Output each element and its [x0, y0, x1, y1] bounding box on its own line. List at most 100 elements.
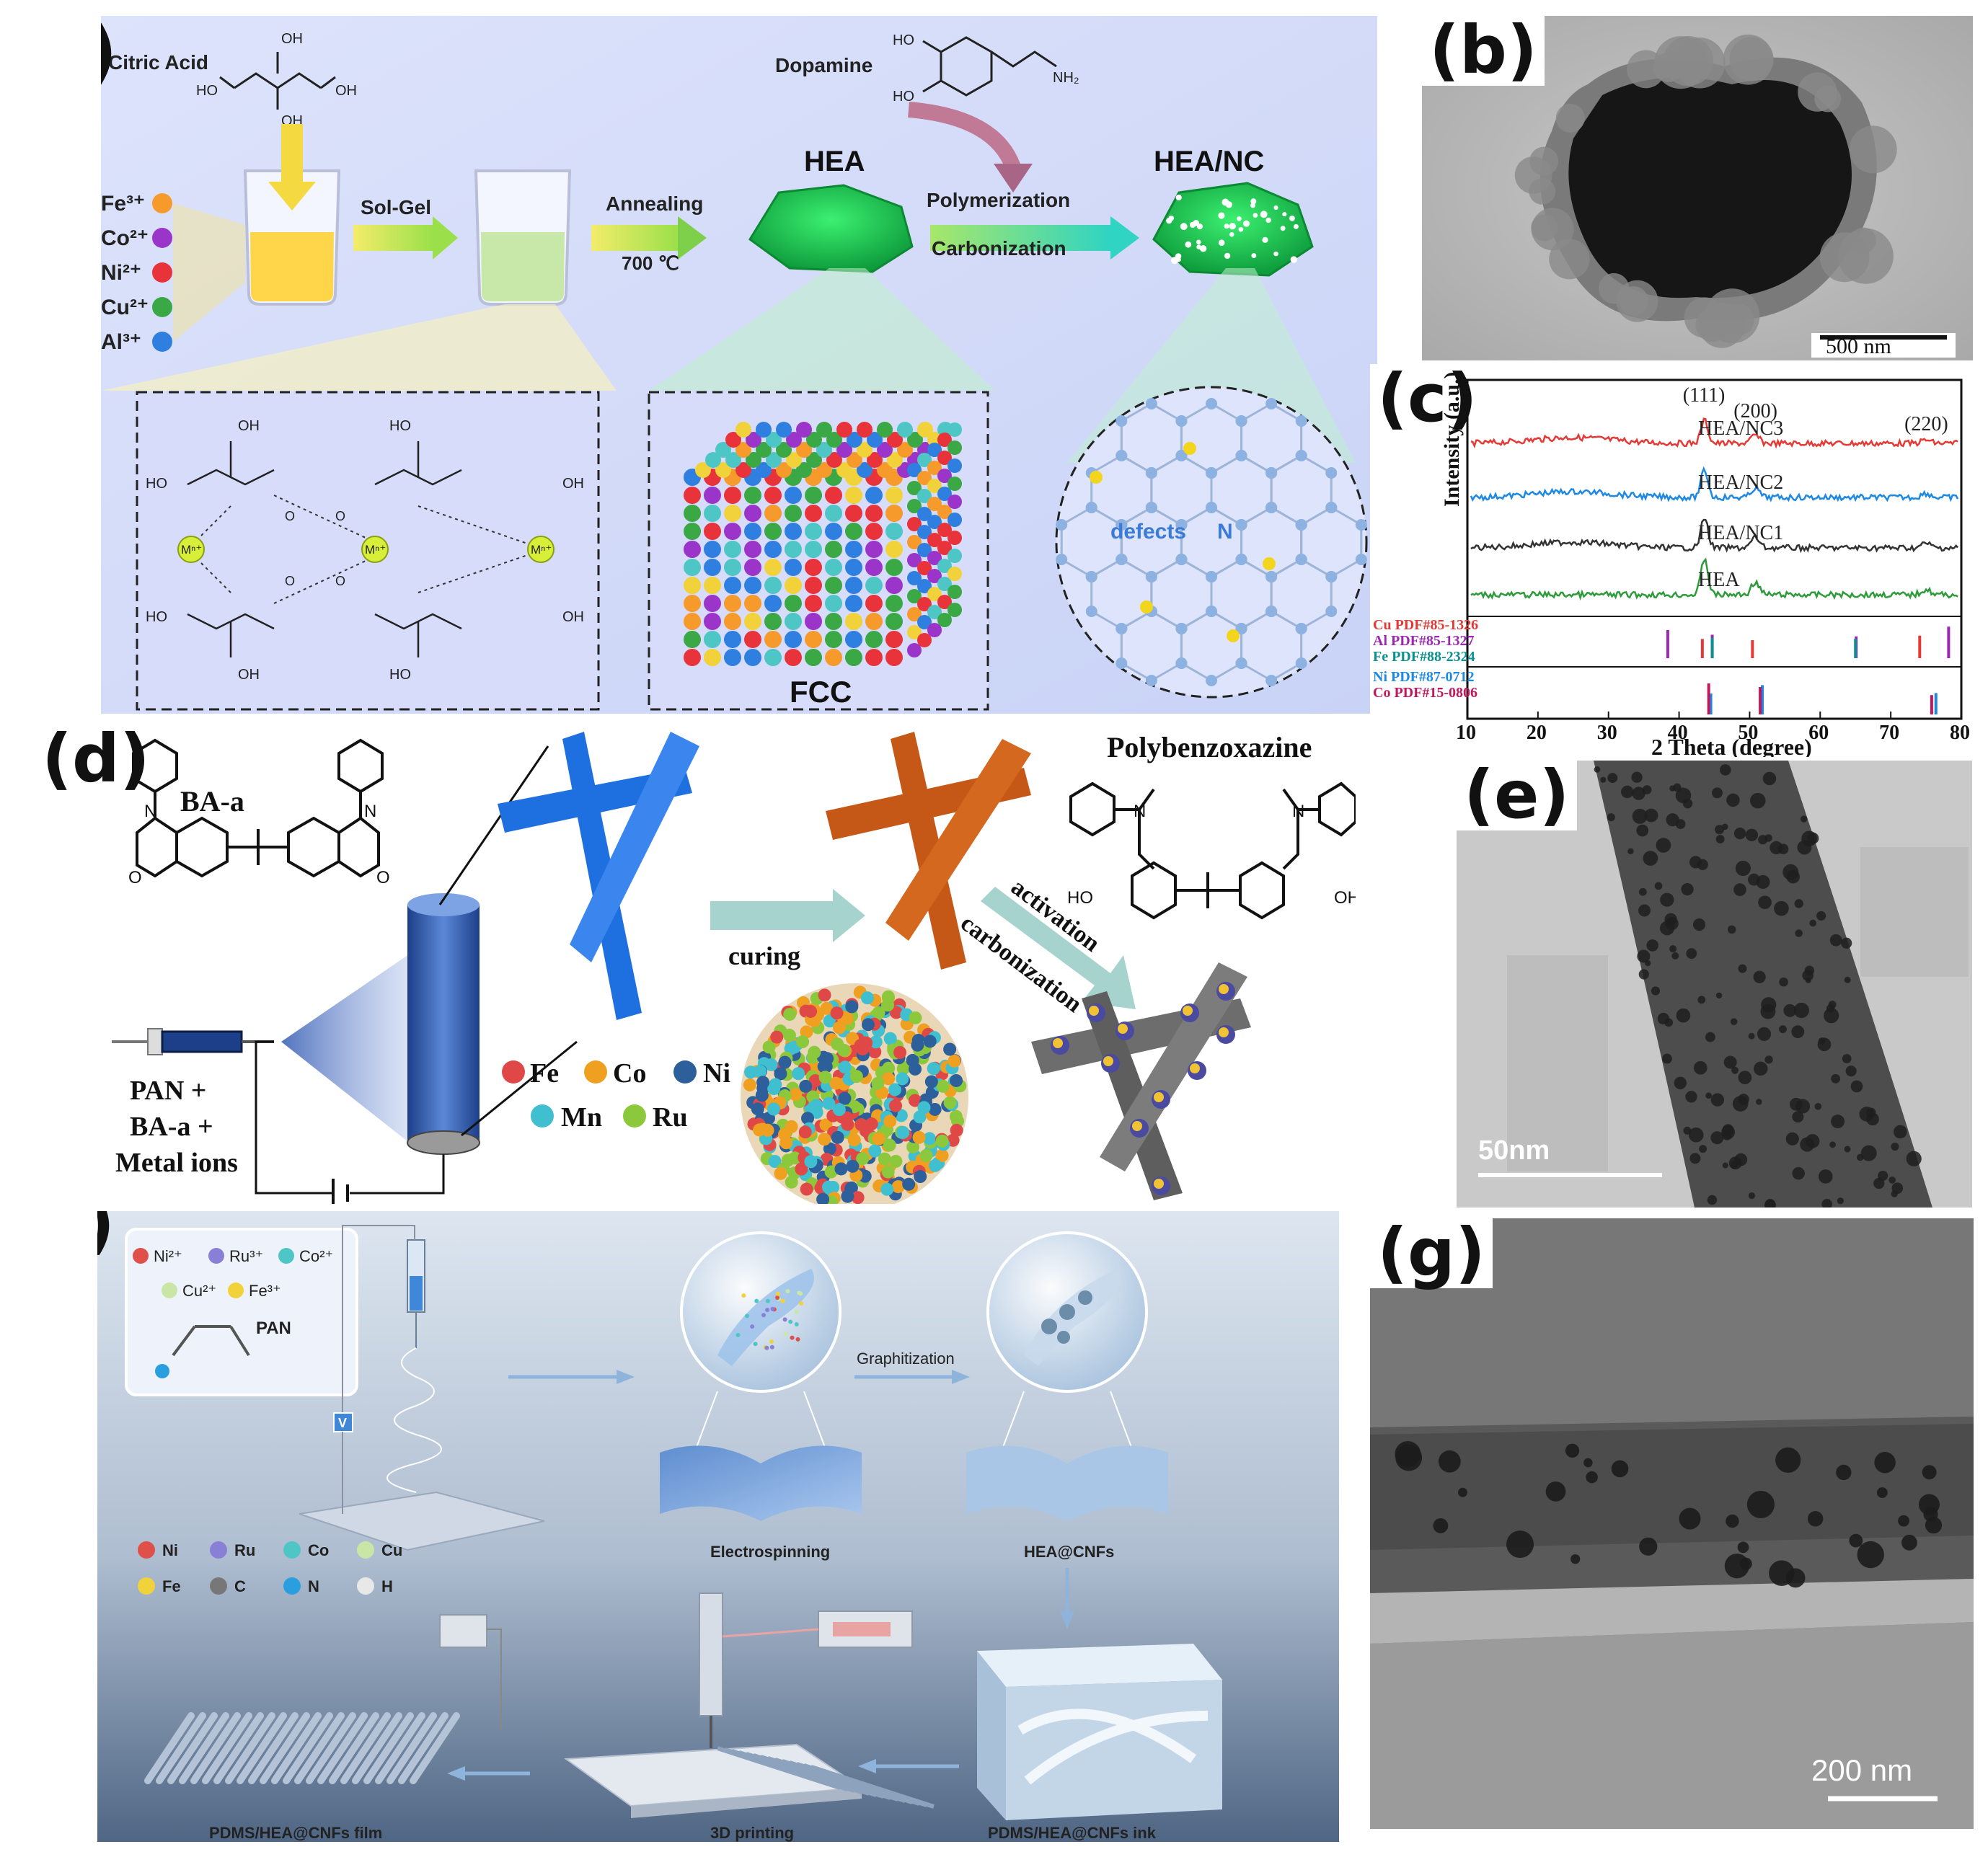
panel-c-label: (c)	[1377, 364, 1477, 437]
x-tick-label: 20	[1527, 722, 1547, 744]
circuit-wire	[350, 1154, 445, 1195]
ion-f-label: Ni²⁺	[154, 1247, 182, 1265]
reference-label: Cu PDF#85-1326	[1373, 617, 1478, 633]
legend-f-label: Fe	[162, 1577, 181, 1595]
ion-dot	[152, 228, 172, 248]
x-tick-label: 50	[1738, 722, 1758, 744]
zoom-line	[461, 1040, 578, 1137]
sol-gel-arrow	[353, 225, 433, 251]
legend-f-label: Cu	[381, 1541, 402, 1559]
pan-line-2: BA-a +	[130, 1112, 213, 1142]
x-tick-label: 30	[1597, 722, 1617, 744]
ion-dot	[152, 297, 172, 317]
legend-f-label: N	[308, 1577, 319, 1595]
panel-g-label: (g)	[1370, 1218, 1493, 1288]
orange-fiber-network-icon	[826, 732, 1031, 970]
xrd-series-line	[1470, 417, 1958, 449]
ion-dot	[133, 1248, 149, 1264]
legend-element: Ru	[653, 1102, 688, 1133]
legend-element: Co	[613, 1058, 646, 1089]
ink-cube-icon	[977, 1644, 1222, 1820]
annealing-arrow	[591, 225, 678, 251]
panel-b-label: (b)	[1422, 16, 1545, 86]
ion-dot	[152, 262, 172, 283]
mn-label: Mⁿ⁺	[365, 543, 386, 557]
ion-label: Ni²⁺	[101, 261, 141, 285]
collector-drum-icon	[407, 893, 480, 1155]
panel-a-label: (a)	[101, 16, 125, 89]
legend-dot	[623, 1104, 646, 1127]
panel-d-schematic: BA-a N O N O	[112, 731, 1356, 1204]
xrd-series-line	[1470, 518, 1959, 554]
activation-arrow	[981, 887, 1136, 1009]
ion-f-label: Ru³⁺	[229, 1247, 263, 1265]
poly-ho: HO	[1067, 888, 1093, 908]
dopamine-label: Dopamine	[775, 54, 872, 76]
carbonization-label: Carbonization	[932, 237, 1066, 260]
panel-g: 200 nm (g)	[1370, 1218, 1974, 1829]
panel-f: Ni²⁺ Ru³⁺ Co²⁺ Cu²⁺ Fe³⁺ PAN	[97, 1211, 1339, 1842]
network-o: O	[335, 509, 345, 523]
nitrile-atom	[155, 1364, 169, 1378]
network-oh: OH	[238, 667, 260, 683]
pan-line-1: PAN +	[130, 1076, 206, 1106]
ba-a-o: O	[128, 868, 142, 887]
network-oh: OH	[562, 609, 584, 625]
peak-label: (220)	[1904, 413, 1948, 435]
ion-dot	[208, 1248, 224, 1264]
fiber-nanoparticles	[1594, 764, 1922, 1208]
syringe-icon	[112, 1028, 274, 1055]
element-legend-f: Ni Ru Co Cu Fe C N H	[138, 1541, 402, 1595]
particle-outgrowths	[1514, 34, 1897, 348]
legend-dot	[584, 1060, 607, 1084]
network-oh: OH	[238, 418, 260, 434]
reference-label: Fe PDF#88-2324	[1373, 649, 1475, 665]
scale-bar-g: 200 nm	[1811, 1753, 1913, 1787]
legend-f-label: Ru	[234, 1541, 255, 1559]
sol-gel-label: Sol-Gel	[361, 196, 431, 218]
plot-frame	[1466, 378, 1963, 720]
network-oh: OH	[562, 476, 584, 492]
polybenzoxazine-label: Polybenzoxazine	[1107, 731, 1312, 763]
dopamine-ho-2: HO	[893, 89, 914, 105]
xrd-chart: HEA/NC3HEA/NC2HEA/NC1HEA(111)(200)(220) …	[1370, 364, 1988, 757]
printed-filaments	[717, 1746, 935, 1809]
dopamine-structure	[922, 36, 1057, 97]
curing-arrow	[710, 901, 833, 930]
sphere-atoms	[743, 985, 967, 1204]
legend-dot	[138, 1577, 155, 1595]
poly-n: N	[1134, 802, 1146, 821]
xrd-series-label: HEA/NC2	[1698, 471, 1783, 494]
legend-dot	[357, 1541, 374, 1559]
pan-structure	[172, 1325, 250, 1357]
ba-a-label: BA-a	[180, 785, 244, 818]
dopamine-arrow	[908, 102, 1021, 171]
panel-a: Citric Acid OH HO OH OH Fe³⁺ Co²⁺ Ni²⁺ C…	[101, 16, 1377, 714]
defect-lattice-circle	[1055, 386, 1368, 699]
hea-cnfs-label: HEA@CNFs	[1024, 1543, 1114, 1561]
xrd-series-line	[1470, 466, 1959, 502]
legend-dot	[673, 1060, 697, 1084]
legend-element: Ni	[703, 1058, 730, 1089]
element-legend: Fe Co Ni Mn Ru	[502, 1058, 730, 1133]
ion-label: Cu²⁺	[101, 296, 149, 319]
x-tick-label: 10	[1456, 722, 1476, 744]
x-axis-label: 2 Theta (degree)	[1651, 734, 1812, 757]
nitrogen-doped-lattice	[1056, 398, 1367, 686]
dopamine-nh2: NH₂	[1053, 70, 1079, 86]
legend-dot	[283, 1541, 301, 1559]
pan-label: PAN	[256, 1319, 291, 1338]
temperature-label: 700 ℃	[622, 252, 679, 274]
reference-label: Ni PDF#87-0712	[1373, 669, 1475, 685]
citric-acid-structure	[219, 52, 336, 110]
ba-a-n: N	[144, 802, 156, 821]
panel-b: 500 nm (b)	[1422, 16, 1973, 360]
network-o: O	[285, 509, 295, 523]
electrospinning-setup-icon	[299, 1225, 545, 1551]
ion-dot	[162, 1282, 177, 1298]
graphitization-label: Graphitization	[857, 1350, 955, 1368]
mn-label: Mⁿ⁺	[531, 543, 552, 557]
ba-a-n: N	[364, 802, 376, 821]
